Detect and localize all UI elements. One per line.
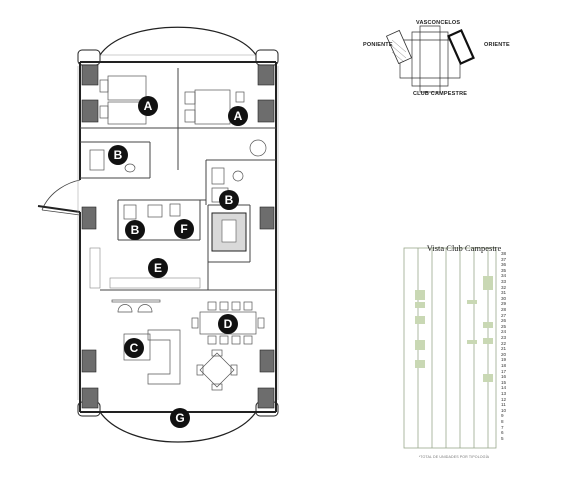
orientation-south-label: CLUB CAMPESTRE xyxy=(413,91,468,97)
room-label-d: D xyxy=(218,314,238,334)
floor-number: 24 xyxy=(501,329,507,335)
entry-door xyxy=(41,179,81,216)
floor-number: 15 xyxy=(501,379,507,385)
floor-number: 31 xyxy=(501,290,507,296)
floor-number: 27 xyxy=(501,312,507,318)
floor-number: 29 xyxy=(501,301,507,307)
poniente-face xyxy=(385,29,413,65)
floor-number: 33 xyxy=(501,279,507,284)
interior-walls xyxy=(80,68,276,291)
room-label-b3: B xyxy=(125,220,145,240)
floor-number: 38 xyxy=(501,251,507,256)
floor-number: 28 xyxy=(501,307,507,312)
floor-number: 32 xyxy=(501,284,507,290)
orientation-north-label: VASCONCELOS xyxy=(416,20,461,26)
floor-number: 20 xyxy=(501,351,507,357)
floor-number: 5 xyxy=(501,435,504,441)
floor-number: 10 xyxy=(501,407,507,413)
floor-number: 14 xyxy=(501,385,507,391)
floor-number: 6 xyxy=(501,430,504,436)
floor-number: 12 xyxy=(501,396,507,402)
tower-title: Vista Club Campestre xyxy=(426,243,502,253)
bed-right xyxy=(184,89,245,125)
floor-number: 26 xyxy=(501,318,507,324)
floor-number: 17 xyxy=(501,368,507,374)
orientation-east-label: ORIENTE xyxy=(484,42,510,48)
floor-number: 13 xyxy=(501,391,507,396)
living-sofa xyxy=(111,299,181,385)
floor-number: 21 xyxy=(501,346,507,352)
floor-number: 35 xyxy=(501,267,507,273)
floor-number: 18 xyxy=(501,363,507,368)
floor-number: 34 xyxy=(501,273,507,279)
floor-number: 19 xyxy=(501,357,507,363)
floor-number: 8 xyxy=(501,419,504,424)
highlighted-units xyxy=(415,276,493,382)
floor-number: 7 xyxy=(501,424,504,430)
orientation-west-label: PONIENTE xyxy=(363,42,393,48)
room-label-b: B xyxy=(108,145,128,165)
floor-number: 9 xyxy=(501,413,504,419)
square-table xyxy=(196,349,238,391)
room-label-g: G xyxy=(170,408,190,428)
floor-number: 30 xyxy=(501,295,507,301)
orientation-diagram xyxy=(399,25,461,93)
room-label-e: E xyxy=(148,258,168,278)
floor-number: 23 xyxy=(501,335,507,340)
floor-number: 16 xyxy=(501,374,507,380)
floor-number: 22 xyxy=(501,340,507,346)
floor-number: 36 xyxy=(501,262,507,268)
room-label-a: A xyxy=(138,96,158,116)
bottom-balcony xyxy=(99,411,257,443)
room-label-f: F xyxy=(174,219,194,239)
oriente-face xyxy=(447,28,475,66)
columns xyxy=(81,64,275,409)
tower-footnote: *TOTAL DE UNIDADES POR TIPOLOGÍA xyxy=(418,455,490,459)
floor-number: 37 xyxy=(501,256,507,262)
room-label-c: C xyxy=(124,338,144,358)
floor-number: 25 xyxy=(501,323,507,329)
dining-table xyxy=(191,301,265,345)
floor-number: 11 xyxy=(501,402,506,408)
room-label-a2: A xyxy=(228,106,248,126)
bathroom-fixtures xyxy=(89,139,267,220)
room-label-b2: B xyxy=(219,190,239,210)
top-balcony xyxy=(99,26,257,56)
